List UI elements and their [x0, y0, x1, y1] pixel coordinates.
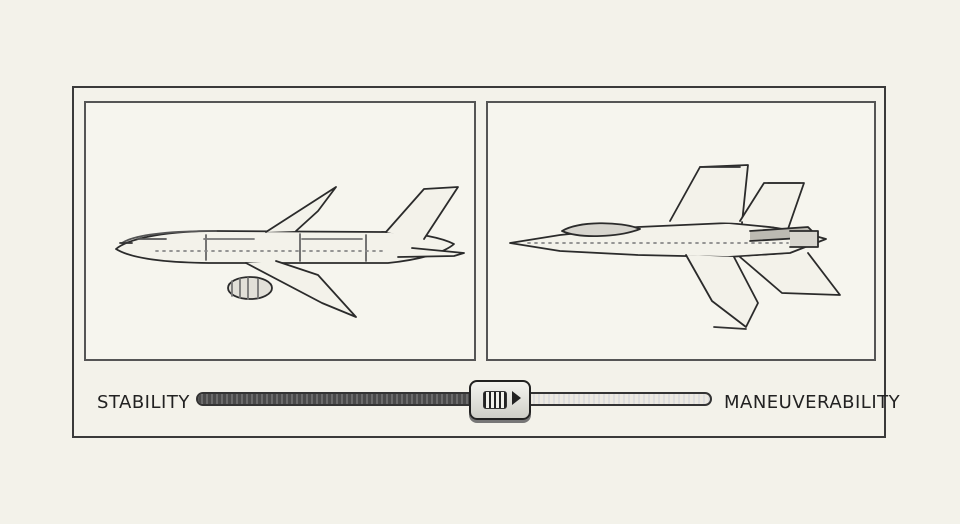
airliner-panel: [84, 101, 476, 361]
slider-thumb[interactable]: [469, 380, 532, 420]
fighter-jet-panel: [486, 101, 876, 361]
slider-track[interactable]: [196, 392, 712, 406]
outer-frame: [72, 86, 886, 438]
slider-track-fill: [198, 394, 503, 404]
stability-maneuverability-slider[interactable]: [196, 380, 712, 420]
play-icon: [512, 391, 522, 405]
passenger-airliner-icon: [115, 186, 465, 318]
stability-label: STABILITY: [97, 392, 190, 413]
maneuverability-label: MANEUVERABILITY: [724, 392, 901, 413]
grip-icon: [483, 391, 508, 409]
fighter-jet-icon: [509, 164, 841, 330]
